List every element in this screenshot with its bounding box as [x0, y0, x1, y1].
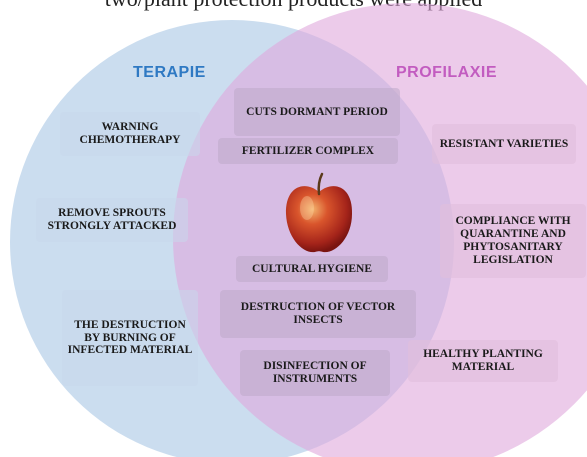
- terapie-title: TERAPIE: [133, 64, 206, 82]
- center-item-cultural-hygiene: CULTURAL HYGIENE: [236, 256, 388, 282]
- profilaxie-title: PROFILAXIE: [396, 64, 497, 82]
- right-item-resistant-varieties: RESISTANT VARIETIES: [432, 124, 576, 164]
- left-item-remove-sprouts: REMOVE SPROUTS STRONGLY ATTACKED: [36, 198, 188, 242]
- right-item-healthy-planting: HEALTHY PLANTING MATERIAL: [408, 340, 558, 382]
- left-item-destruction-burning: THE DESTRUCTION BY BURNING OF INFECTED M…: [62, 290, 198, 386]
- center-item-disinfection: DISINFECTION OF INSTRUMENTS: [240, 350, 390, 396]
- center-item-destruction-vector: DESTRUCTION OF VECTOR INSECTS: [220, 290, 416, 338]
- left-item-warning-chemotherapy: WARNING CHEMOTHERAPY: [60, 112, 200, 156]
- right-item-compliance-quarantine: COMPLIANCE WITH QUARANTINE AND PHYTOSANI…: [440, 204, 586, 278]
- center-item-cuts-dormant: CUTS DORMANT PERIOD: [234, 88, 400, 136]
- center-item-fertilizer-complex: FERTILIZER COMPLEX: [218, 138, 398, 164]
- apple-image: [283, 172, 355, 256]
